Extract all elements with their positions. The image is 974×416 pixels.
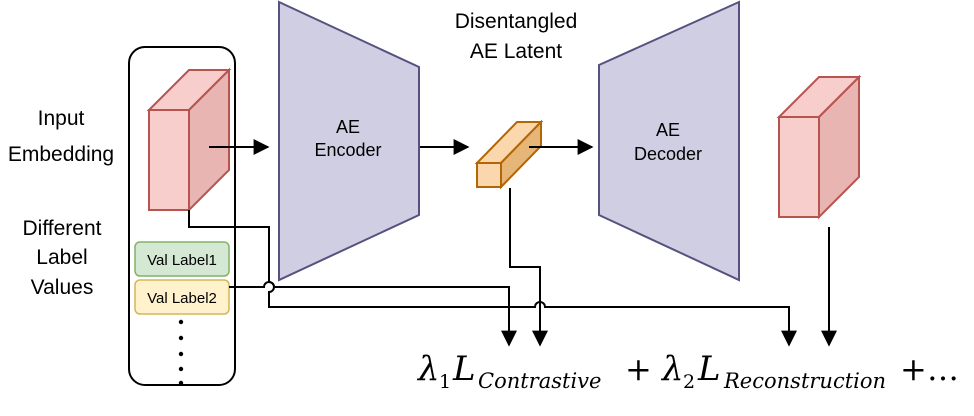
plus-sign-1: + — [625, 350, 652, 388]
output-embedding-cube — [776, 74, 862, 220]
latent-label-line2: AE Latent — [470, 40, 562, 63]
reconstruction-loss-L: L — [697, 349, 721, 389]
loss-formula: λ 1 L Contrastive + λ 2 L Reconstruction… — [416, 349, 959, 393]
label-values-label-line3: Values — [31, 276, 94, 299]
connector-latent-to-contrastive — [509, 188, 548, 347]
lambda1-symbol: λ — [416, 349, 440, 389]
reconstruction-subscript: Reconstruction — [723, 369, 886, 393]
plus-sign-2: + — [900, 350, 927, 388]
val-label2-text: Val Label2 — [147, 290, 217, 307]
input-embedding-cube — [146, 67, 232, 213]
lambda2-symbol: λ — [660, 349, 684, 389]
contrastive-subscript: Contrastive — [478, 369, 601, 393]
val-label1-tag — [134, 241, 230, 277]
more-labels-dots — [178, 319, 184, 386]
ae-decoder-block — [598, 0, 740, 282]
label-values-label-line2: Label — [36, 246, 87, 269]
val-label1-text: Val Label1 — [147, 252, 217, 269]
decoder-label-line2: Decoder — [634, 144, 702, 164]
ellipsis: … — [927, 350, 959, 388]
encoder-label-line1: AE — [336, 117, 360, 137]
label-values-label-line1: Different — [23, 217, 102, 240]
decoder-label-line1: AE — [656, 120, 680, 140]
ae-encoder-block — [278, 0, 420, 282]
lambda1-subscript: 1 — [439, 371, 451, 393]
latent-label-line1: Disentangled — [455, 10, 578, 33]
latent-cube — [474, 119, 544, 190]
input-embedding-label-line1: Input — [38, 107, 85, 130]
lambda2-subscript: 2 — [683, 371, 695, 393]
connector-label-to-contrastive — [229, 281, 517, 347]
contrastive-loss-L: L — [452, 349, 476, 389]
label-values-container — [128, 46, 236, 386]
val-label2-tag — [134, 279, 230, 315]
input-embedding-label-line2: Embedding — [8, 143, 114, 166]
encoder-label-line2: Encoder — [314, 140, 381, 160]
